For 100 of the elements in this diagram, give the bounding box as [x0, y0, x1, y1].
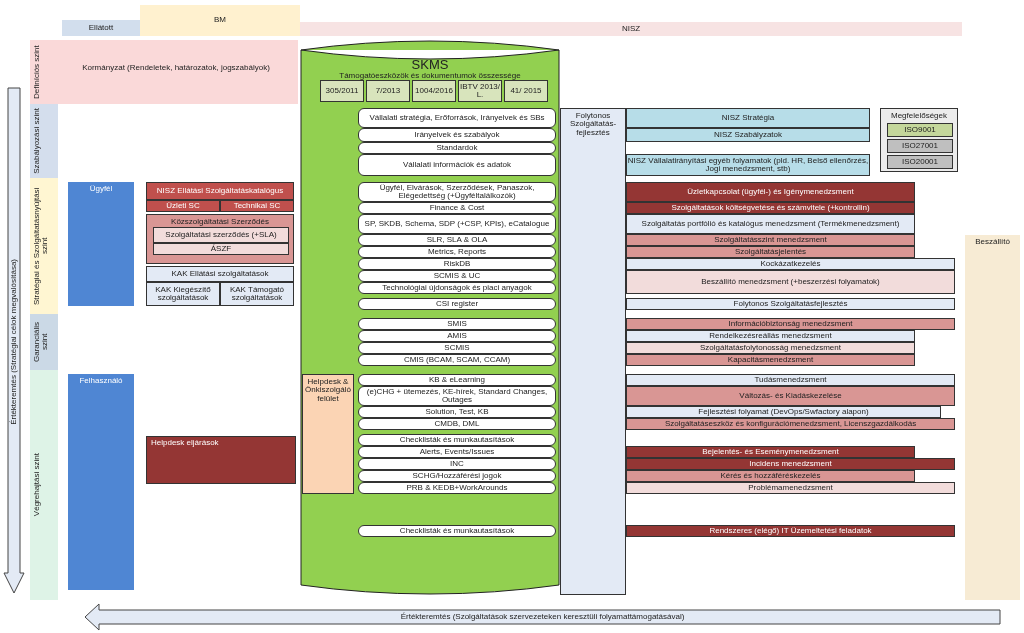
bar-label: Rendszeres (elégő) IT Üzemeltetési feladatok	[709, 526, 872, 536]
standard-box	[887, 123, 953, 137]
left-arrow	[85, 603, 1000, 631]
level-band	[30, 314, 58, 370]
box-title: Közszolgáltatási Szerződés	[171, 218, 269, 227]
process-bar	[626, 234, 915, 246]
helpdesk-box	[302, 374, 354, 494]
bar-label: Kockázatkezelés	[760, 259, 821, 269]
column-header	[300, 22, 962, 36]
arrow-label: Értékteremtés (Stratégiai célok megvalósítása)	[9, 258, 19, 425]
repository-cylinder: Metrics, Reports	[358, 246, 556, 258]
repository-cylinder: CMDB, DML	[358, 418, 556, 430]
band-label: Végrehajtási szint	[33, 453, 42, 517]
contract-box	[153, 243, 289, 255]
repository-cylinder: CMIS (BCAM, SCAM, CCAM)	[358, 354, 556, 366]
repository-cylinder: Ügyfél, Elvárások, Szerződések, Panaszok, Elégedettség (+Ügyféltalálkozók)	[358, 182, 556, 202]
bar-label: Szolgáltatások költségvetése és számvitele (+kontrollin)	[671, 203, 870, 213]
column-title: Felhasználó	[79, 377, 123, 386]
repository-cylinder: PRB & KEDB+WorkArounds	[358, 482, 556, 494]
process-bar	[626, 182, 915, 202]
bar-label: Szolgáltatáseszköz és konfigurációmenedzsment, Licenszgazdálkodás	[664, 419, 917, 429]
bar-label: Szolgáltatás portfólió és katalógus menedzsment (Termékmenedzsment)	[641, 219, 900, 229]
repository-cylinder: Finance & Cost	[358, 202, 556, 214]
law-label: IBTV 2013/ L.	[459, 82, 501, 100]
service-box	[220, 282, 294, 306]
level-band	[30, 178, 58, 314]
process-bar	[626, 386, 955, 406]
box-label: KAK Kiegészítő szolgáltatások	[154, 285, 212, 303]
repository-cylinder: Checklisták és munkautasítások	[358, 525, 556, 537]
bar-label: Fejlesztési folyamat (DevOps/Swfactory alapon)	[698, 407, 869, 417]
column-title: NISZ	[621, 24, 641, 34]
band-label: Definíciós szint	[33, 44, 42, 101]
panel-title: Megfelelőségek	[890, 112, 947, 121]
column-title: Folytonos Szolgáltatás-fejlesztés	[568, 112, 618, 138]
bar-label: Bejelentés- és Eseménymenedzsment	[702, 447, 839, 457]
repository-cylinder: Irányelvek és szabályok	[358, 128, 556, 142]
bar-label: Beszállító menedzsment (+beszerzési folyamatok)	[701, 277, 880, 287]
process-bar	[626, 298, 955, 310]
cylinder-label: SKMS	[411, 58, 449, 72]
process-bar	[626, 418, 955, 430]
process-bar	[626, 354, 915, 366]
actor-column	[68, 374, 134, 590]
procedure-bar	[146, 436, 296, 484]
process-bar	[626, 214, 915, 234]
bar-label: Technikai SC	[233, 201, 281, 211]
law-box	[366, 80, 410, 102]
catalogue-bar	[146, 200, 220, 212]
repository-cylinder: SCHG/Hozzáférési jogok	[358, 470, 556, 482]
bar-label: Rendelkezésreállás menedzsment	[709, 331, 832, 341]
repository-cylinder: CSI register	[358, 298, 556, 310]
catalogue-bar	[146, 182, 294, 200]
repository-cylinder: SLR, SLA & OLA	[358, 234, 556, 246]
band-label: Stratégiai és Szolgáltatásnyújtási szint	[33, 186, 50, 307]
process-bar	[626, 270, 955, 294]
repository-cylinder: RiskDB	[358, 258, 556, 270]
repository-cylinder: Vállalati információk és adatok	[358, 154, 556, 176]
bar-label: Kérés és hozzáféréskezelés	[720, 471, 821, 481]
bar-label: Információbiztonság menedzsment	[728, 319, 853, 329]
repository-cylinder: Alerts, Events/Issues	[358, 446, 556, 458]
law-label: 7/2013	[375, 86, 401, 96]
process-bar	[626, 246, 915, 258]
column-header	[140, 5, 300, 36]
repository-cylinder: SCMIS & UC	[358, 270, 556, 282]
repository-cylinder: Checklisták és munkautasítások	[358, 434, 556, 446]
process-bar	[626, 482, 955, 494]
band-label: Kormányzat (Rendeletek, határozatok, jogszabályok)	[81, 64, 271, 73]
repository-cylinder: Technológiai újdonságok és piaci anyagok	[358, 282, 556, 294]
process-bar	[626, 258, 955, 270]
service-box	[146, 282, 220, 306]
box-label: Helpdesk & Önkiszolgáló felület	[304, 378, 352, 404]
down-arrow	[3, 88, 25, 595]
box-label: KAK Ellátási szolgáltatások	[171, 269, 269, 279]
process-bar	[626, 525, 955, 537]
service-box	[146, 266, 294, 282]
bar-label: Üzletkapcsolat (ügyfél-) és Igénymenedzsment	[687, 187, 854, 197]
box-label: KAK Támogató szolgáltatások	[228, 285, 286, 303]
column-title: Ellátott	[88, 23, 114, 33]
bar-label: Szolgáltatásszint menedzsment	[714, 235, 827, 245]
bar-label: Helpdesk eljárások	[151, 438, 219, 447]
process-bar	[626, 458, 955, 470]
law-box	[320, 80, 364, 102]
bar-label: Kapacitásmenedzsment	[727, 355, 814, 365]
policy-bar	[626, 128, 870, 142]
law-box	[412, 80, 456, 102]
process-bar	[626, 406, 941, 418]
law-box	[504, 80, 548, 102]
bar-label: Szolgáltatásfolytonosság menedzsment	[700, 343, 841, 353]
process-column	[560, 108, 626, 595]
box-label: Szolgáltatási szerződés (+SLA)	[165, 230, 277, 240]
bar-label: Tudásmenedzsment	[754, 375, 827, 385]
law-label: 41/ 2015	[510, 86, 542, 96]
cylinder-label: Támogatóeszközök és dokumentumok összessége	[338, 71, 522, 81]
band-label: Garanciális szint	[33, 321, 50, 364]
box-label: ÁSZF	[210, 244, 232, 254]
repository-cylinder: INC	[358, 458, 556, 470]
column-header	[62, 20, 140, 36]
law-label: 1004/2016	[415, 86, 453, 96]
repository-cylinder: AMIS	[358, 330, 556, 342]
process-bar	[626, 330, 915, 342]
repository-cylinder: Solution, Test, KB	[358, 406, 556, 418]
